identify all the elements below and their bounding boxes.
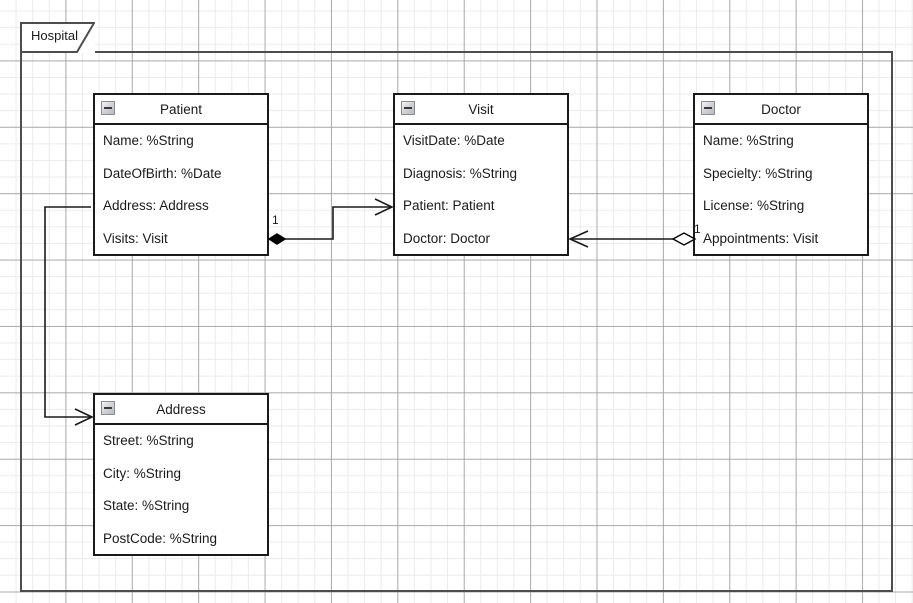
multiplicity-label-patient-visit: 1 bbox=[272, 213, 279, 227]
attribute-row: Name: %String bbox=[703, 133, 794, 148]
package-name-label: Hospital bbox=[31, 28, 78, 43]
minus-collapse-icon[interactable] bbox=[401, 101, 415, 115]
class-box-address[interactable]: Address Street: %String City: %String St… bbox=[93, 393, 269, 556]
class-header-address: Address bbox=[95, 395, 267, 425]
class-box-visit[interactable]: Visit VisitDate: %Date Diagnosis: %Strin… bbox=[393, 93, 569, 256]
attribute-row: Doctor: Doctor bbox=[403, 230, 491, 246]
class-attributes-doctor: Name: %String Specielty: %String License… bbox=[695, 125, 867, 255]
class-name-address: Address bbox=[156, 401, 206, 417]
class-attributes-visit: VisitDate: %Date Diagnosis: %String Pati… bbox=[395, 125, 567, 255]
minus-collapse-icon[interactable] bbox=[101, 401, 115, 415]
minus-collapse-icon[interactable] bbox=[701, 101, 715, 115]
attribute-row: Name: %String bbox=[103, 133, 194, 148]
class-name-visit: Visit bbox=[468, 101, 494, 117]
package-tab-hospital[interactable] bbox=[20, 22, 95, 53]
attribute-row: Patient: Patient bbox=[403, 198, 495, 213]
attribute-row: State: %String bbox=[103, 498, 190, 513]
class-header-patient: Patient bbox=[95, 95, 267, 125]
attribute-row: Street: %String bbox=[103, 433, 194, 448]
attribute-row: City: %String bbox=[103, 465, 182, 481]
attribute-row: Appointments: Visit bbox=[703, 230, 819, 246]
class-attributes-patient: Name: %String DateOfBirth: %Date Address… bbox=[95, 125, 267, 255]
class-box-doctor[interactable]: Doctor Name: %String Specielty: %String … bbox=[693, 93, 869, 256]
multiplicity-label-doctor-visit: 1 bbox=[694, 222, 701, 236]
attribute-row: Address: Address bbox=[103, 198, 209, 213]
class-attributes-address: Street: %String City: %String State: %St… bbox=[95, 425, 267, 555]
attribute-row: VisitDate: %Date bbox=[403, 133, 505, 148]
attribute-row: License: %String bbox=[703, 198, 805, 213]
package-frame-hospital[interactable] bbox=[20, 51, 893, 592]
class-header-doctor: Doctor bbox=[695, 95, 867, 125]
class-name-doctor: Doctor bbox=[761, 101, 801, 117]
attribute-row: PostCode: %String bbox=[103, 530, 218, 546]
minus-collapse-icon[interactable] bbox=[101, 101, 115, 115]
class-name-patient: Patient bbox=[159, 101, 203, 117]
attribute-row: DateOfBirth: %Date bbox=[103, 165, 222, 181]
attribute-row: Specielty: %String bbox=[703, 165, 813, 181]
class-header-visit: Visit bbox=[395, 95, 567, 125]
class-box-patient[interactable]: Patient Name: %String DateOfBirth: %Date… bbox=[93, 93, 269, 256]
attribute-row: Diagnosis: %String bbox=[403, 165, 518, 181]
attribute-row: Visits: Visit bbox=[103, 230, 168, 246]
